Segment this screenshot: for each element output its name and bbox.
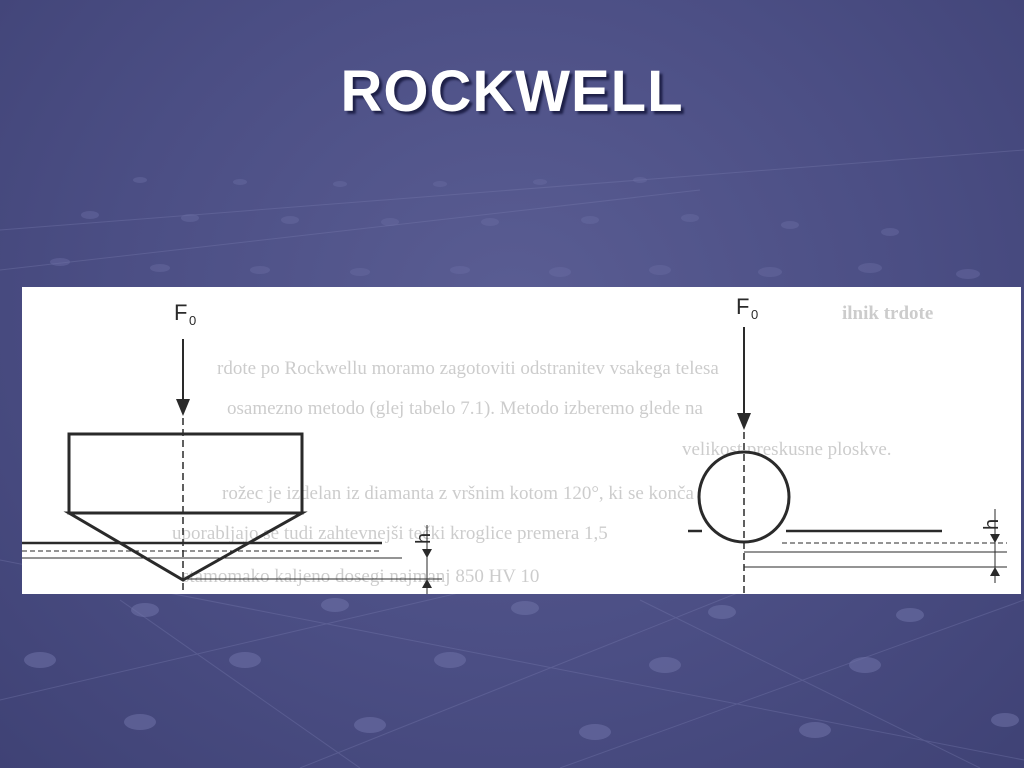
svg-text:0: 0 <box>751 307 758 322</box>
bleed-through-text: ilnik trdote rdote po Rockwellu moramo z… <box>172 303 933 587</box>
svg-text:0: 0 <box>189 313 196 328</box>
ball-indenter-diagram: F 0 h <box>688 294 1007 594</box>
diagram-canvas: ilnik trdote rdote po Rockwellu moramo z… <box>22 294 1007 594</box>
bleed-line: velikost preskusne ploskve. <box>682 439 892 460</box>
depth-indicator-left: h <box>413 525 435 594</box>
slide-title: ROCKWELL <box>340 59 684 124</box>
bleed-line: stamomako kaljeno dosegi najmanj 850 HV … <box>182 566 539 587</box>
force-label-left: F 0 <box>174 300 196 328</box>
bleed-line: osamezno metodo (glej tabelo 7.1). Metod… <box>227 398 703 419</box>
force-label-right: F 0 <box>736 294 758 322</box>
force-arrow-head-left <box>176 399 190 416</box>
svg-text:h: h <box>981 519 1003 530</box>
bleed-line: rožec je izdelan iz diamanta z vršnim ko… <box>222 483 706 504</box>
force-arrow-head-right <box>737 413 751 430</box>
rockwell-diagram: ilnik trdote rdote po Rockwellu moramo z… <box>22 287 1021 594</box>
svg-text:F: F <box>736 294 749 319</box>
bleed-line: uporabljajo se tudi zahtevnejši tečki kr… <box>172 523 608 544</box>
depth-indicator-right: h <box>981 509 1003 583</box>
cone-tip <box>63 511 308 582</box>
bleed-line: rdote po Rockwellu moramo zagotoviti ods… <box>217 358 719 379</box>
cone-indenter-diagram: F 0 h <box>22 300 442 594</box>
svg-text:h: h <box>413 533 435 544</box>
bleed-line: ilnik trdote <box>842 303 933 324</box>
svg-text:F: F <box>174 300 187 325</box>
